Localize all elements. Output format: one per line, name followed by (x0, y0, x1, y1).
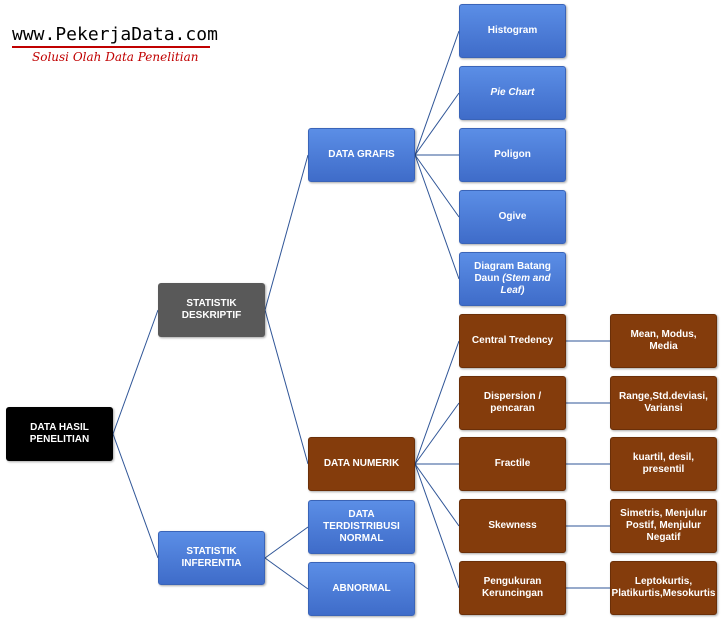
node-simetris: Simetris, Menjulur Postif, Menjulur Nega… (610, 499, 717, 553)
node-dispersion: Dispersion / pencaran (459, 376, 566, 430)
node-ogive: Ogive (459, 190, 566, 244)
link-numerik-central (414, 340, 460, 465)
node-statistik-inferentia: STATISTIK INFERENTIA (158, 531, 265, 585)
link-grafis-histogram (414, 30, 460, 156)
node-skewness: Skewness (459, 499, 566, 553)
link-grafis-pie (414, 92, 460, 156)
brand-title: www.PekerjaData.com (12, 24, 218, 45)
node-kuartil-desil: kuartil, desil, presentil (610, 437, 717, 491)
node-data-numerik: DATA NUMERIK (308, 437, 415, 491)
brand-header: www.PekerjaData.com Solusi Olah Data Pen… (12, 24, 222, 64)
node-central-tredency: Central Tredency (459, 314, 566, 368)
node-statistik-deskriptif: STATISTIK DESKRIPTIF (158, 283, 265, 337)
batang-label-1: Diagram Batang Daun (Stem and Leaf) (474, 261, 551, 296)
node-poligon: Poligon (459, 128, 566, 182)
node-mean-modus-media: Mean, Modus, Media (610, 314, 717, 368)
link-grafis-ogive (414, 154, 460, 218)
link-deskriptif-grafis (264, 154, 309, 311)
link-root-inferentia (112, 433, 159, 559)
node-histogram: Histogram (459, 4, 566, 58)
node-fractile: Fractile (459, 437, 566, 491)
node-diagram-batang-daun: Diagram Batang Daun (Stem and Leaf) (459, 252, 566, 306)
brand-tagline: Solusi Olah Data Penelitian (32, 50, 199, 64)
node-pengukuran-keruncingan: Pengukuran Keruncingan (459, 561, 566, 615)
link-inferentia-abnormal (264, 557, 309, 590)
node-abnormal: ABNORMAL (308, 562, 415, 616)
link-numerik-dispersion (414, 402, 460, 465)
node-leptokurtis: Leptokurtis, Platikurtis,Mesokurtis (610, 561, 717, 615)
node-range-std-deviasi: Range,Std.deviasi, Variansi (610, 376, 717, 430)
link-inferentia-normal (264, 526, 309, 559)
link-numerik-skewness (414, 463, 460, 527)
link-deskriptif-numerik (264, 309, 309, 465)
link-numerik-pengukuran (414, 463, 460, 589)
node-pie-chart: Pie Chart (459, 66, 566, 120)
node-data-terdistribusi-normal: DATA TERDISTRIBUSI NORMAL (308, 500, 415, 554)
link-grafis-batang (414, 154, 460, 280)
node-data-grafis: DATA GRAFIS (308, 128, 415, 182)
node-root: DATA HASIL PENELITIAN (6, 407, 113, 461)
brand-underline (12, 46, 210, 48)
link-root-deskriptif (112, 309, 159, 435)
